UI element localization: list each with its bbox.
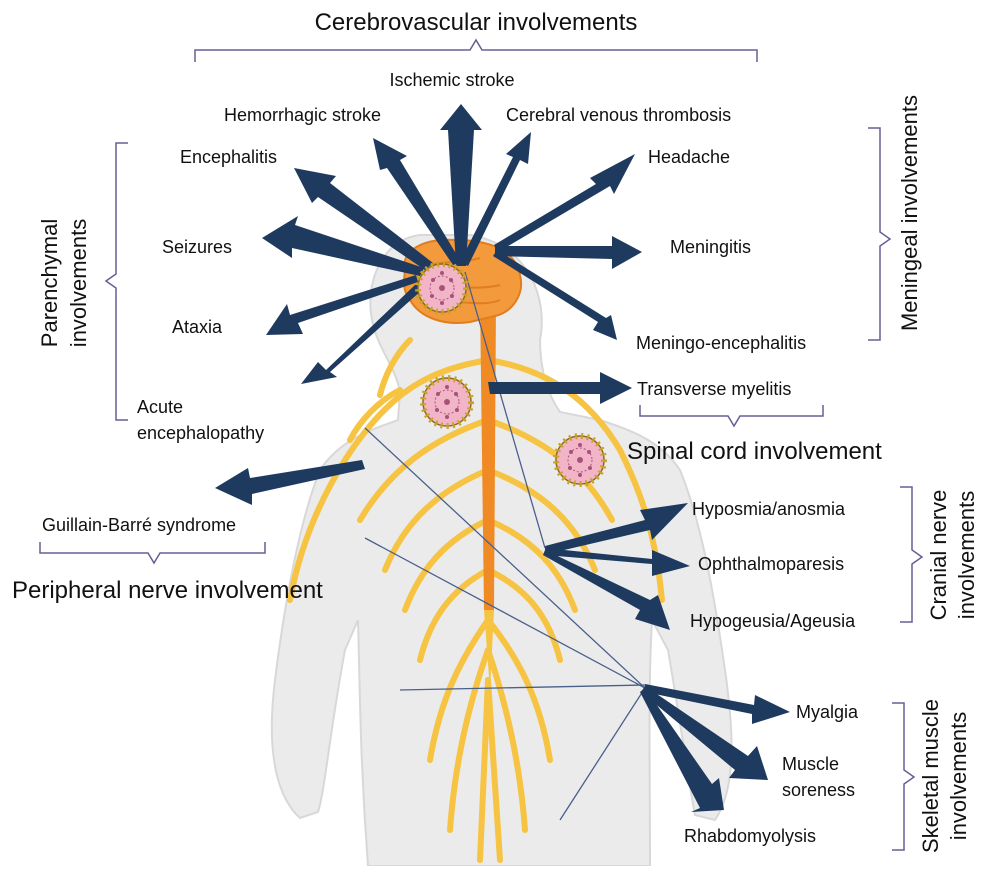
label-ophthalmoparesis: Ophthalmoparesis xyxy=(698,554,844,574)
virus-cervical xyxy=(423,378,471,426)
bracket-skeletal xyxy=(892,703,914,850)
label-transverse-myelitis: Transverse myelitis xyxy=(637,379,791,399)
group-parenchymal-line1: Parenchymal xyxy=(37,219,62,347)
group-cranial-line2: involvements xyxy=(954,491,979,619)
label-muscle-soreness-line2: soreness xyxy=(782,780,855,800)
group-spinal: Spinal cord involvement xyxy=(627,438,882,465)
bracket-spinal xyxy=(640,405,823,426)
label-meningo-encephalitis: Meningo-encephalitis xyxy=(636,333,806,353)
label-ataxia: Ataxia xyxy=(172,317,223,337)
group-skeletal-line2: involvements xyxy=(946,712,971,840)
label-guillain-barre: Guillain-Barré syndrome xyxy=(42,515,236,535)
label-acute-line1: Acute xyxy=(137,397,183,417)
label-myalgia: Myalgia xyxy=(796,702,859,722)
group-peripheral: Peripheral nerve involvement xyxy=(12,577,323,604)
bracket-cranial xyxy=(900,487,922,622)
bracket-cerebrovascular xyxy=(195,40,757,62)
group-parenchymal-line2: involvements xyxy=(66,219,91,347)
group-skeletal-line1: Skeletal muscle xyxy=(918,699,943,853)
virus-shoulder xyxy=(556,436,604,484)
label-acute-line2: encephalopathy xyxy=(137,423,264,443)
label-seizures: Seizures xyxy=(162,237,232,257)
label-headache: Headache xyxy=(648,147,730,167)
group-cranial-line1: Cranial nerve xyxy=(926,490,951,621)
body-silhouette xyxy=(272,235,732,866)
label-hemorrhagic-stroke: Hemorrhagic stroke xyxy=(224,105,381,125)
group-meningeal: Meningeal involvements xyxy=(897,95,922,331)
label-ischemic-stroke: Ischemic stroke xyxy=(389,70,514,90)
group-cerebrovascular: Cerebrovascular involvements xyxy=(315,9,638,36)
bracket-parenchymal xyxy=(106,143,128,420)
label-hyposmia: Hyposmia/anosmia xyxy=(692,499,846,519)
label-meningitis: Meningitis xyxy=(670,237,751,257)
label-muscle-soreness-line1: Muscle xyxy=(782,754,839,774)
bracket-peripheral xyxy=(40,542,265,563)
label-rhabdomyolysis: Rhabdomyolysis xyxy=(684,826,816,846)
label-encephalitis: Encephalitis xyxy=(180,147,277,167)
label-cerebral-venous-thrombosis: Cerebral venous thrombosis xyxy=(506,105,731,125)
virus-brain xyxy=(418,264,466,312)
label-hypogeusia: Hypogeusia/Ageusia xyxy=(690,611,856,631)
bracket-meningeal xyxy=(868,128,890,340)
